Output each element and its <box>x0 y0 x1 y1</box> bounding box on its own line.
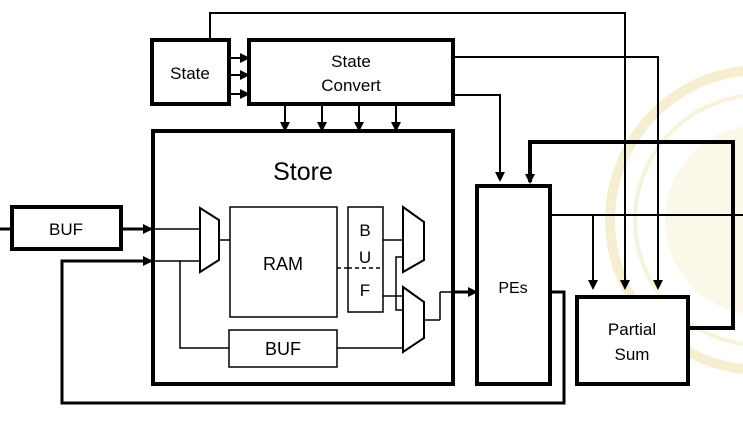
inner-buf-block <box>228 329 338 368</box>
store-label: Store <box>273 158 333 186</box>
vertical-buf-block <box>347 206 384 313</box>
vertical-buf-letter-u: U <box>359 248 371 267</box>
state-block <box>150 38 231 106</box>
ram-label: RAM <box>263 254 303 274</box>
store-in-wire-2 <box>153 260 229 349</box>
partial-sum-label-2: Sum <box>615 345 650 364</box>
state-label: State <box>170 64 210 83</box>
mux-bottom-shape <box>402 285 425 354</box>
state-to-partial-sum-wire <box>209 12 630 290</box>
input-buf-label: BUF <box>49 220 83 239</box>
partial-sum-block <box>575 295 690 386</box>
partial-sum-label-1: Partial <box>608 320 656 339</box>
mux-top-shape <box>402 205 425 274</box>
inner-buf-label: BUF <box>265 339 301 359</box>
pes-label: PEs <box>498 280 527 297</box>
state-convert-label-1: State <box>331 52 371 71</box>
state-convert-to-partial-sum-wire <box>453 56 663 290</box>
vertical-buf-letter-f: F <box>360 281 370 300</box>
state-convert-block <box>247 38 455 106</box>
demux-shape <box>199 206 220 274</box>
partial-sum-to-pes-wire <box>525 140 735 330</box>
watermark-seal <box>605 65 743 375</box>
vertical-buf-letter-b: B <box>359 221 370 240</box>
state-convert-to-pes-wire <box>453 94 505 182</box>
pes-feedback-wire <box>60 256 566 405</box>
ram-block <box>229 206 338 318</box>
input-buf-block <box>10 205 123 251</box>
state-convert-label-2: Convert <box>321 76 381 95</box>
pes-block <box>475 184 552 386</box>
